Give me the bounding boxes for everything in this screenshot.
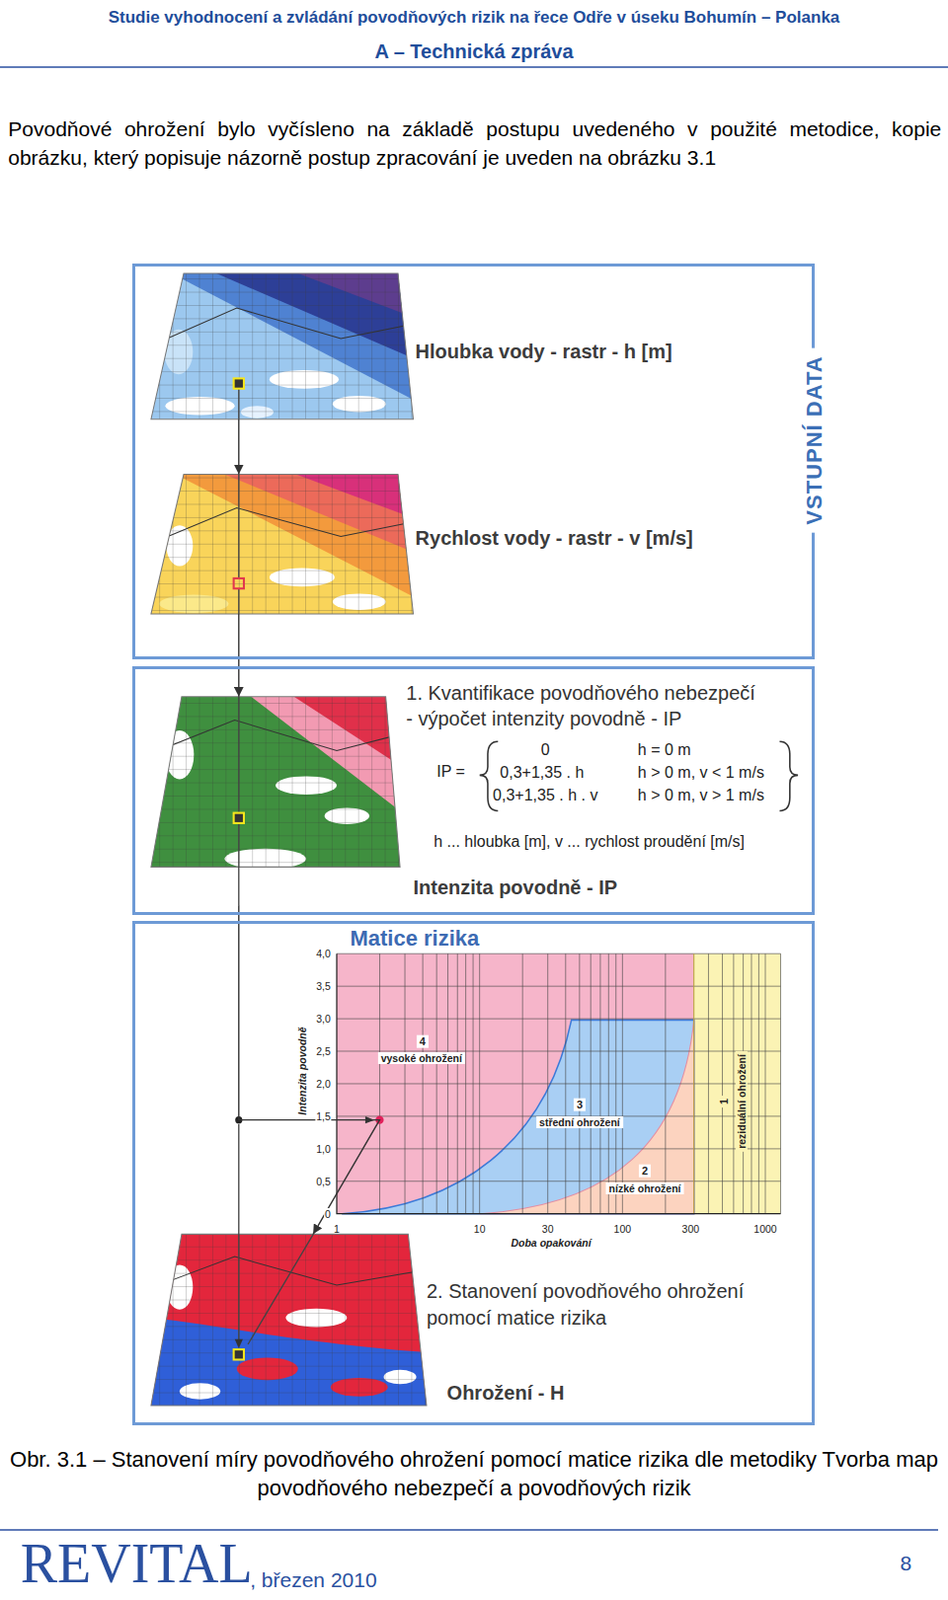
map-label: Ohrožení - H <box>447 1381 565 1405</box>
hazard-map <box>151 1234 429 1409</box>
axis-title: Doba opakování <box>510 1237 591 1250</box>
step-heading: 2. Stanovení povodňového ohrožení pomocí… <box>426 1278 773 1333</box>
axis-tick: 1000 <box>753 1223 777 1236</box>
footer-rule <box>0 1529 939 1532</box>
map-outline <box>151 1234 427 1407</box>
map-ground <box>151 474 417 619</box>
formula-term: 0,3+1,35 . h <box>499 764 584 783</box>
header-rule <box>0 66 948 69</box>
zone-name: vysoké ohrožení <box>378 1052 466 1065</box>
chart-axis <box>336 953 782 1215</box>
zone-number: 4 <box>416 1035 429 1049</box>
figure-group <box>151 273 798 1409</box>
depth-map <box>151 273 417 422</box>
flow-arrow <box>238 906 381 1236</box>
axis-tick: 10 <box>474 1223 486 1236</box>
formula-term: IP = <box>436 763 466 782</box>
step-heading: 1. Kvantifikace povodňového nebezpečí - … <box>405 680 764 732</box>
axis-tick: 3,5 <box>315 980 332 993</box>
map-outline <box>151 273 414 420</box>
cell-marker <box>234 578 244 589</box>
chart-gridline <box>380 953 782 1215</box>
velocity-map <box>151 474 417 619</box>
axis-tick: 300 <box>682 1223 701 1236</box>
zone-number: 2 <box>638 1165 651 1179</box>
zone-name: střední ohrožení <box>536 1116 624 1129</box>
map-box: Ohrožení - H <box>151 1234 682 1414</box>
axis-tick: 2,0 <box>315 1078 332 1091</box>
company-logo: REVITAL <box>20 1535 253 1593</box>
map-label: Intenzita povodně - IP <box>412 876 618 900</box>
map-ground <box>151 1234 429 1409</box>
footer-date: , březen 2010 <box>249 1569 377 1593</box>
map-ground <box>151 273 417 422</box>
map-box: Rychlost vody - rastr - v [m/s] <box>151 474 794 616</box>
map-grid <box>151 1234 429 1409</box>
intensity-map <box>151 697 402 871</box>
formula-term: h > 0 m, v > 1 m/s <box>637 787 765 805</box>
axis-tick: 1 <box>333 1223 340 1236</box>
formula-term: h > 0 m, v < 1 m/s <box>637 764 765 783</box>
axis-tick: 1,5 <box>315 1110 332 1123</box>
section-heading: A – Technická zpráva <box>374 39 573 63</box>
zone-number: 3 <box>573 1099 586 1112</box>
axis-tick: 30 <box>542 1223 554 1236</box>
formula-term: 0,3+1,35 . h . v <box>492 787 598 805</box>
axis-tick: 4,0 <box>315 948 332 960</box>
formula-term: 0 <box>541 740 551 759</box>
axis-title: Intenzita povodně <box>296 1027 309 1115</box>
cell-marker <box>234 813 244 824</box>
panel-box: VSTUPNÍ DATAHloubka vody - rastr - h [m]… <box>132 263 814 660</box>
figure-caption: Obr. 3.1 – Stanovení míry povodňového oh… <box>6 1445 942 1503</box>
chart-title: Matice rizika <box>349 926 479 951</box>
map-label: Hloubka vody - rastr - h [m] <box>415 340 673 364</box>
zone-name: nízké ohrožení <box>606 1183 685 1195</box>
axis-tick: 3,0 <box>315 1013 332 1026</box>
formula-note: h ... hloubka [m], v ... rychlost proudě… <box>433 832 745 851</box>
low-zone <box>479 1020 695 1214</box>
arrow-head <box>235 1340 243 1349</box>
map-box: Intenzita povodně - IP <box>151 697 682 907</box>
map-box: Hloubka vody - rastr - h [m] <box>151 273 794 420</box>
body-paragraph: Povodňové ohrožení bylo vyčísleno na zák… <box>7 114 942 172</box>
flow-arrow <box>237 419 239 475</box>
map-grid <box>151 697 402 871</box>
axis-tick: 0,5 <box>315 1176 332 1188</box>
map-ground <box>151 697 402 871</box>
chart-gridline <box>336 953 782 1183</box>
map-grid <box>151 273 417 422</box>
map-label: Rychlost vody - rastr - v [m/s] <box>415 526 694 550</box>
axis-tick: 2,5 <box>315 1045 332 1058</box>
zone-number: 1 <box>716 1096 730 1108</box>
map-outline <box>151 474 414 616</box>
zone-boundary <box>693 953 695 1215</box>
cell-marker <box>234 1349 244 1360</box>
panel-box: Matice rizika 2. Stanovení povodňového oh… <box>132 921 814 1425</box>
formula-brace <box>779 741 798 811</box>
axis-tick: 1,0 <box>315 1143 332 1156</box>
panel-heading: VSTUPNÍ DATA <box>799 348 829 534</box>
page-number: 8 <box>899 1552 912 1577</box>
cell-marker <box>234 378 244 389</box>
axis-tick: 100 <box>614 1223 632 1236</box>
flow-line <box>238 389 314 1345</box>
flow-arrow <box>237 614 239 698</box>
formula-term: h = 0 m <box>637 740 692 759</box>
map-outline <box>151 697 400 869</box>
map-grid <box>151 474 417 619</box>
axis-tick: 0 <box>323 1208 332 1221</box>
medium-zone <box>341 1020 695 1214</box>
panel-box: 1. Kvantifikace povodňového nebezpečí - … <box>132 666 814 916</box>
page-header: Studie vyhodnocení a zvládání povodňovýc… <box>108 7 841 28</box>
zone-name: reziduální ohrožení <box>735 1051 748 1153</box>
